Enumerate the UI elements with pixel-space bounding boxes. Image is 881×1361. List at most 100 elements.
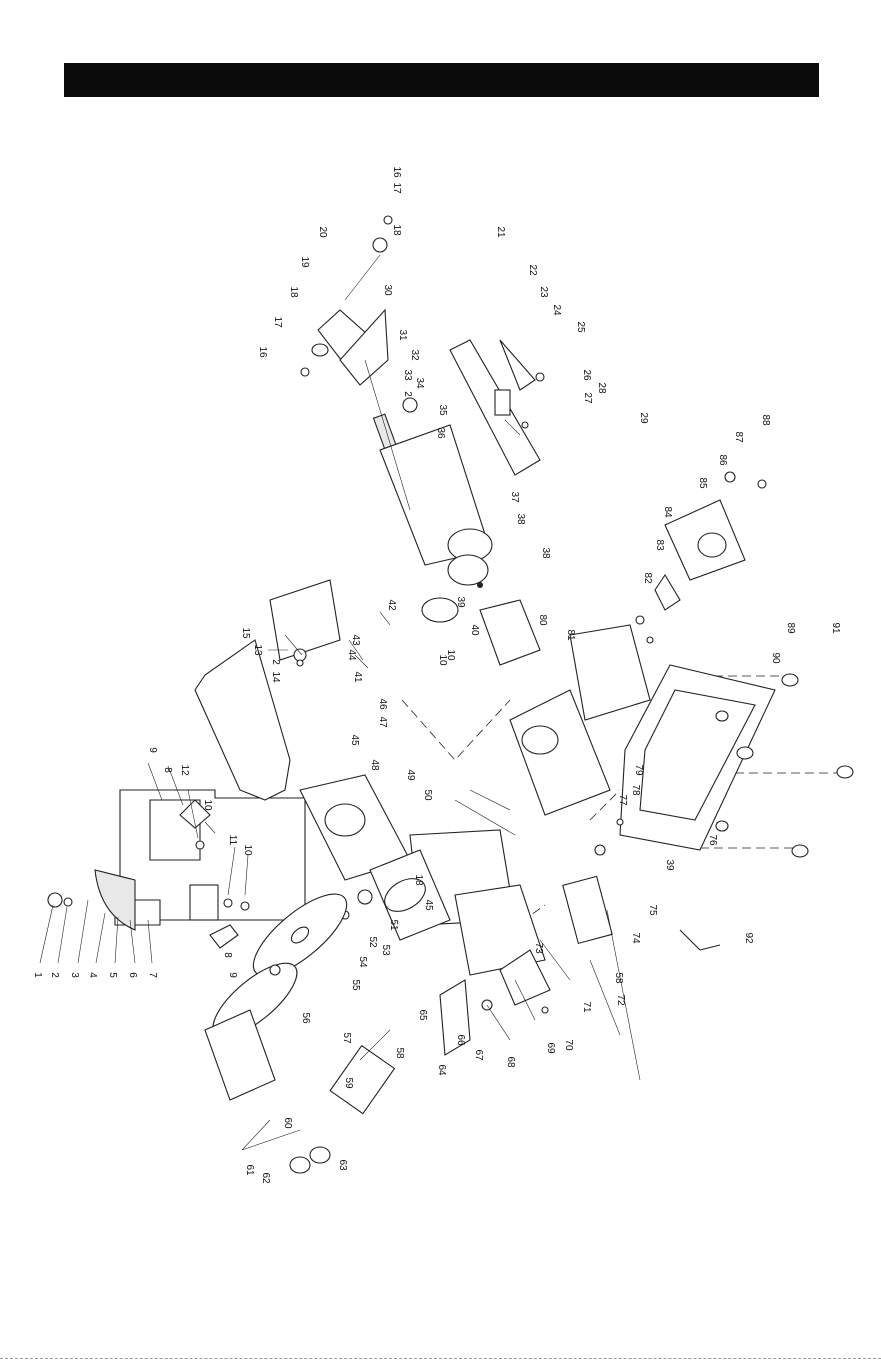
part-number-label-60: 60 [282, 1117, 293, 1129]
part-number-label-16: 16 [391, 166, 402, 178]
part-number-label-1: 1 [32, 972, 43, 978]
part-number-label-20: 20 [317, 226, 328, 238]
part-number-label-39: 39 [664, 859, 675, 871]
part-number-label-33: 33 [402, 369, 413, 381]
part-number-label-58: 58 [613, 972, 624, 984]
part-number-label-84: 84 [662, 506, 673, 518]
part-number-label-80: 80 [537, 614, 548, 626]
part-number-label-43: 43 [350, 634, 361, 646]
part-number-label-34: 34 [414, 377, 425, 389]
part-number-label-76: 76 [707, 834, 718, 846]
part-number-label-9: 9 [147, 747, 158, 753]
part-number-label-89: 89 [785, 622, 796, 634]
dust-tube [439, 949, 551, 1056]
part-number-label-68: 68 [505, 1056, 516, 1068]
part-number-label-18: 18 [413, 874, 424, 886]
part-number-label-10: 10 [242, 844, 253, 856]
part-number-label-57: 57 [341, 1032, 352, 1044]
dust-chute [449, 339, 545, 476]
part-number-label-85: 85 [697, 477, 708, 489]
part-number-label-47: 47 [377, 716, 388, 728]
part-number-label-44: 44 [346, 649, 357, 661]
part-number-label-90: 90 [770, 652, 781, 664]
part-number-label-17: 17 [272, 316, 283, 328]
drum-sleeve [421, 528, 493, 623]
part-number-label-88: 88 [760, 414, 771, 426]
part-number-label-62: 62 [260, 1172, 271, 1184]
part-number-label-81: 81 [565, 629, 576, 641]
part-number-label-8: 8 [162, 767, 173, 773]
part-number-label-64: 64 [436, 1064, 447, 1076]
part-number-label-69: 69 [545, 1042, 556, 1054]
part-number-label-38: 38 [515, 513, 526, 525]
part-number-label-21: 21 [495, 226, 506, 238]
part-number-label-51: 51 [388, 919, 399, 931]
part-number-label-59: 59 [343, 1077, 354, 1089]
part-number-label-36: 36 [435, 427, 446, 439]
rear-guard [479, 599, 654, 721]
part-number-label-42: 42 [386, 599, 397, 611]
part-number-label-6: 6 [127, 972, 138, 978]
part-number-label-78: 78 [630, 784, 641, 796]
part-number-label-39: 39 [455, 596, 466, 608]
part-number-label-15: 15 [240, 627, 251, 639]
part-number-label-73: 73 [533, 942, 544, 954]
part-number-label-72: 72 [615, 994, 626, 1006]
part-number-label-29: 29 [638, 412, 649, 424]
part-number-label-91: 91 [830, 622, 841, 634]
part-number-label-46: 46 [377, 698, 388, 710]
part-number-label-54: 54 [357, 956, 368, 968]
part-number-label-24: 24 [551, 304, 562, 316]
motor [289, 849, 451, 1174]
part-number-label-2: 2 [270, 659, 281, 665]
part-number-label-82: 82 [642, 572, 653, 584]
part-number-label-26: 26 [581, 369, 592, 381]
part-number-label-7: 7 [147, 972, 158, 978]
page-bottom-rule [0, 1358, 881, 1359]
hex-key [679, 929, 721, 951]
part-number-label-31: 31 [397, 329, 408, 341]
frame-column [454, 689, 624, 945]
part-number-label-28: 28 [596, 382, 607, 394]
part-number-label-45: 45 [423, 899, 434, 911]
part-number-label-45: 45 [349, 734, 360, 746]
part-number-label-17: 17 [391, 182, 402, 194]
part-number-label-83: 83 [654, 539, 665, 551]
part-number-label-3: 3 [69, 972, 80, 978]
part-number-label-63: 63 [337, 1159, 348, 1171]
part-number-label-19: 19 [299, 256, 310, 268]
part-number-label-18: 18 [288, 286, 299, 298]
part-number-label-10: 10 [437, 654, 448, 666]
part-number-label-56: 56 [300, 1012, 311, 1024]
belt-assembly [194, 579, 341, 801]
part-number-label-32: 32 [409, 349, 420, 361]
part-number-label-10: 10 [445, 649, 456, 661]
part-number-label-66: 66 [455, 1034, 466, 1046]
sanding-disc [204, 893, 348, 1101]
part-number-label-79: 79 [633, 764, 644, 776]
part-number-label-41: 41 [352, 671, 363, 683]
part-number-label-23: 23 [538, 286, 549, 298]
part-number-label-27: 27 [582, 392, 593, 404]
part-number-label-50: 50 [422, 789, 433, 801]
part-number-label-67: 67 [473, 1049, 484, 1061]
part-number-label-48: 48 [369, 759, 380, 771]
part-number-label-86: 86 [717, 454, 728, 466]
base-plate [619, 664, 854, 858]
part-number-label-22: 22 [527, 264, 538, 276]
part-number-label-61: 61 [244, 1164, 255, 1176]
part-number-label-75: 75 [647, 904, 658, 916]
table-assembly [47, 789, 306, 949]
part-number-label-55: 55 [350, 979, 361, 991]
part-number-label-65: 65 [417, 1009, 428, 1021]
part-number-label-87: 87 [733, 431, 744, 443]
part-number-label-77: 77 [617, 794, 628, 806]
part-number-label-38: 38 [540, 547, 551, 559]
part-number-label-71: 71 [581, 1001, 592, 1013]
part-number-label-53: 53 [380, 944, 391, 956]
part-number-label-35: 35 [437, 404, 448, 416]
header-bar [64, 63, 819, 97]
part-number-label-18: 18 [391, 224, 402, 236]
